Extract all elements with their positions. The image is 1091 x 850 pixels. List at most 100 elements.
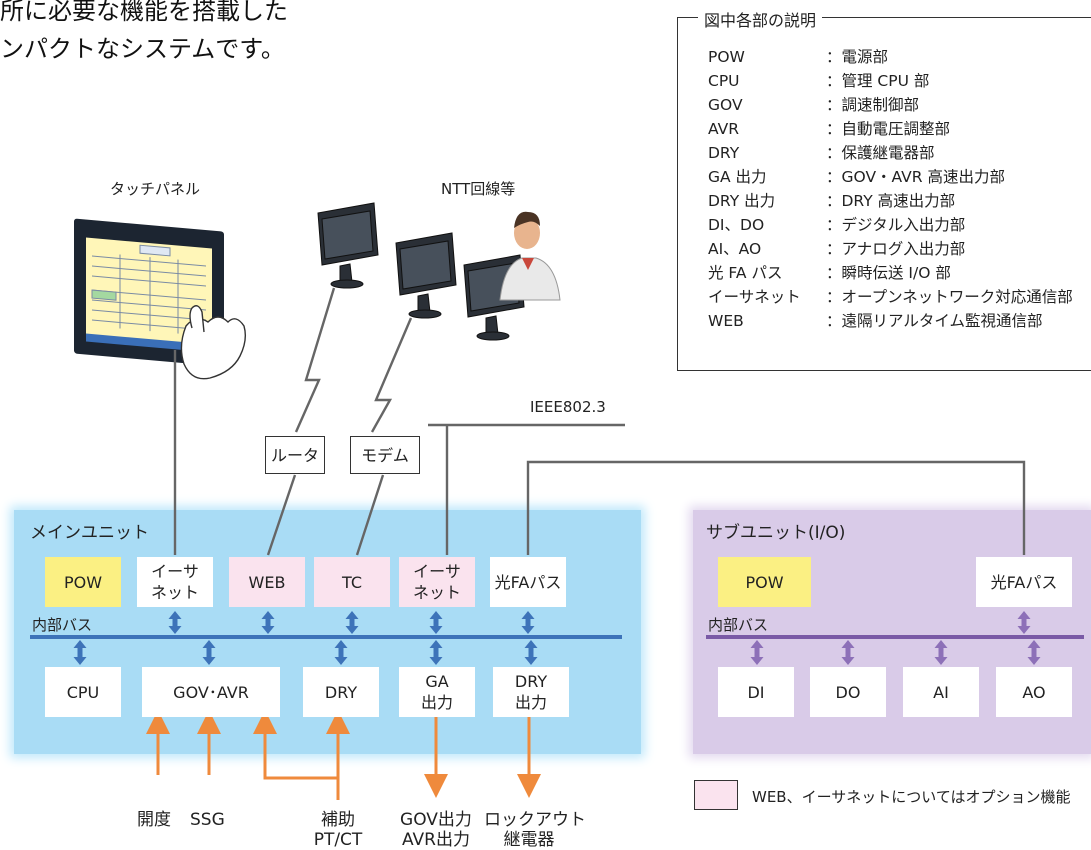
ai-label: AI — [933, 682, 949, 702]
bidirectional-arrow — [168, 611, 182, 634]
legend-abbr: CPU — [708, 72, 740, 90]
legend-abbr: WEB — [708, 312, 744, 330]
main-bus-arrows — [73, 611, 538, 665]
ethernet2-label-a: イーサ — [413, 562, 461, 581]
legend-row: POW：電源部 — [708, 45, 1088, 69]
option-swatch — [694, 780, 738, 810]
legend-abbr: AI、AO — [708, 240, 762, 258]
legend-abbr: GA 出力 — [708, 168, 767, 186]
gov-avr-module: GOV･AVR — [142, 667, 280, 717]
main-tc-module: TC — [314, 557, 390, 607]
ethernet2-label-b: ネット — [412, 583, 461, 602]
do-module: DO — [810, 667, 886, 717]
modem-label: モデム — [361, 445, 409, 465]
di-label: DI — [747, 682, 765, 702]
signal-lines — [146, 710, 541, 800]
legend-row: AI、AO ：アナログ入出力部 — [708, 237, 1088, 261]
bidirectional-arrow — [429, 640, 443, 665]
cpu-module: CPU — [45, 667, 121, 717]
main-pow-label: POW — [63, 572, 103, 592]
ethernet1-label-a: イーサ — [151, 562, 199, 581]
legend-row: CPU ：管理 CPU 部 — [708, 69, 1088, 93]
main-web-module: WEB — [229, 557, 305, 607]
legend-row: WEB：遠隔リアルタイム監視通信部 — [708, 309, 1088, 333]
legend-abbr: GOV — [708, 96, 743, 114]
legend-desc: ：オープンネットワーク対応通信部 — [826, 288, 1073, 306]
network-wires — [173, 287, 1026, 556]
bidirectional-arrow — [1027, 640, 1041, 665]
main-ethernet1-module: イーサネット — [137, 557, 213, 607]
legend-abbr: DRY 出力 — [708, 192, 776, 210]
lockout-label-a: ロックアウト — [484, 810, 586, 830]
touch-panel-icon — [74, 218, 247, 380]
legend-box — [677, 17, 1091, 371]
main-ethernet2-module: イーサネット — [399, 557, 475, 607]
di-module: DI — [718, 667, 794, 717]
intro-line-1: 所に必要な機能を搭載した — [0, 0, 288, 25]
intro-line-2: ンパクトなシステムです。 — [0, 35, 285, 63]
dry-label: DRY — [324, 682, 358, 702]
legend-desc: ：瞬時伝送 I/O 部 — [826, 264, 951, 282]
legend-desc: ：保護継電器部 — [826, 144, 935, 162]
bidirectional-arrow — [934, 640, 948, 665]
operator-person-icon — [499, 211, 561, 301]
bidirectional-arrow — [345, 611, 359, 634]
touch-panel-label: タッチパネル — [110, 180, 201, 198]
bidirectional-arrow — [750, 640, 764, 665]
option-note: WEB、イーサネットについてはオプション機能 — [752, 788, 1071, 806]
legend-row: DRY ：保護継電器部 — [708, 141, 1088, 165]
ga-label-a: GA — [425, 672, 449, 691]
legend-desc: ：アナログ入出力部 — [826, 240, 966, 258]
legend-row: DRY 出力：DRY 高速出力部 — [708, 189, 1088, 213]
ao-label: AO — [1022, 682, 1046, 702]
do-label: DO — [835, 682, 861, 702]
bidirectional-arrow — [334, 640, 348, 665]
legend-title: 図中各部の説明 — [698, 7, 823, 31]
router-label: ルータ — [270, 445, 319, 465]
main-pow-module: POW — [45, 557, 121, 607]
bidirectional-arrow — [261, 611, 275, 634]
main-bus-label: 内部バス — [32, 616, 93, 634]
bidirectional-arrow — [841, 640, 855, 665]
gov-output-label: GOV出力 AVR出力 — [396, 810, 476, 850]
sub-pow-module: POW — [718, 557, 811, 607]
legend-abbr: 光 FA パス — [708, 264, 783, 282]
kaido-label: 開度 — [137, 810, 171, 830]
lockout-label-b: 継電器 — [503, 830, 555, 850]
bidirectional-arrow — [524, 640, 538, 665]
legend-desc: ：管理 CPU 部 — [826, 72, 930, 90]
hojo-label: 補助 PT/CT — [305, 810, 371, 850]
bidirectional-arrow — [429, 611, 443, 634]
hojo-label-b: PT/CT — [313, 830, 363, 850]
govout-label-a: GOV出力 — [400, 810, 472, 830]
ai-module: AI — [903, 667, 979, 717]
legend-row: イーサネット ：オープンネットワーク対応通信部 — [708, 285, 1088, 309]
web-label: WEB — [248, 572, 286, 592]
legend-row: DI、DO：デジタル入出力部 — [708, 213, 1088, 237]
legend-desc: ：デジタル入出力部 — [826, 216, 966, 234]
dry-module: DRY — [303, 667, 379, 717]
sub-bus-label: 内部バス — [708, 616, 769, 634]
main-fa-module: 光FAパス — [490, 557, 566, 607]
bidirectional-arrow — [1017, 611, 1031, 634]
cpu-label: CPU — [66, 682, 100, 702]
legend-row: GOV ：調速制御部 — [708, 93, 1088, 117]
router-box: ルータ — [265, 436, 325, 474]
legend-row: 光 FA パス ：瞬時伝送 I/O 部 — [708, 261, 1088, 285]
legend-row: AVR：自動電圧調整部 — [708, 117, 1088, 141]
legend-abbr: イーサネット — [708, 288, 801, 306]
ga-label-b: 出力 — [420, 693, 453, 712]
dryout-label-a: DRY — [514, 672, 548, 691]
bidirectional-arrow — [73, 640, 87, 665]
legend-desc: ：調速制御部 — [826, 96, 920, 114]
tc-label: TC — [341, 572, 362, 592]
legend-abbr: POW — [708, 48, 745, 66]
main-fa-label: 光FAパス — [494, 572, 562, 592]
legend-abbr: DRY — [708, 144, 740, 162]
sub-unit-title: サブユニット(I/O) — [706, 523, 846, 543]
modem-box: モデム — [350, 436, 420, 474]
bidirectional-arrow — [202, 640, 216, 665]
bidirectional-arrow — [521, 611, 535, 634]
